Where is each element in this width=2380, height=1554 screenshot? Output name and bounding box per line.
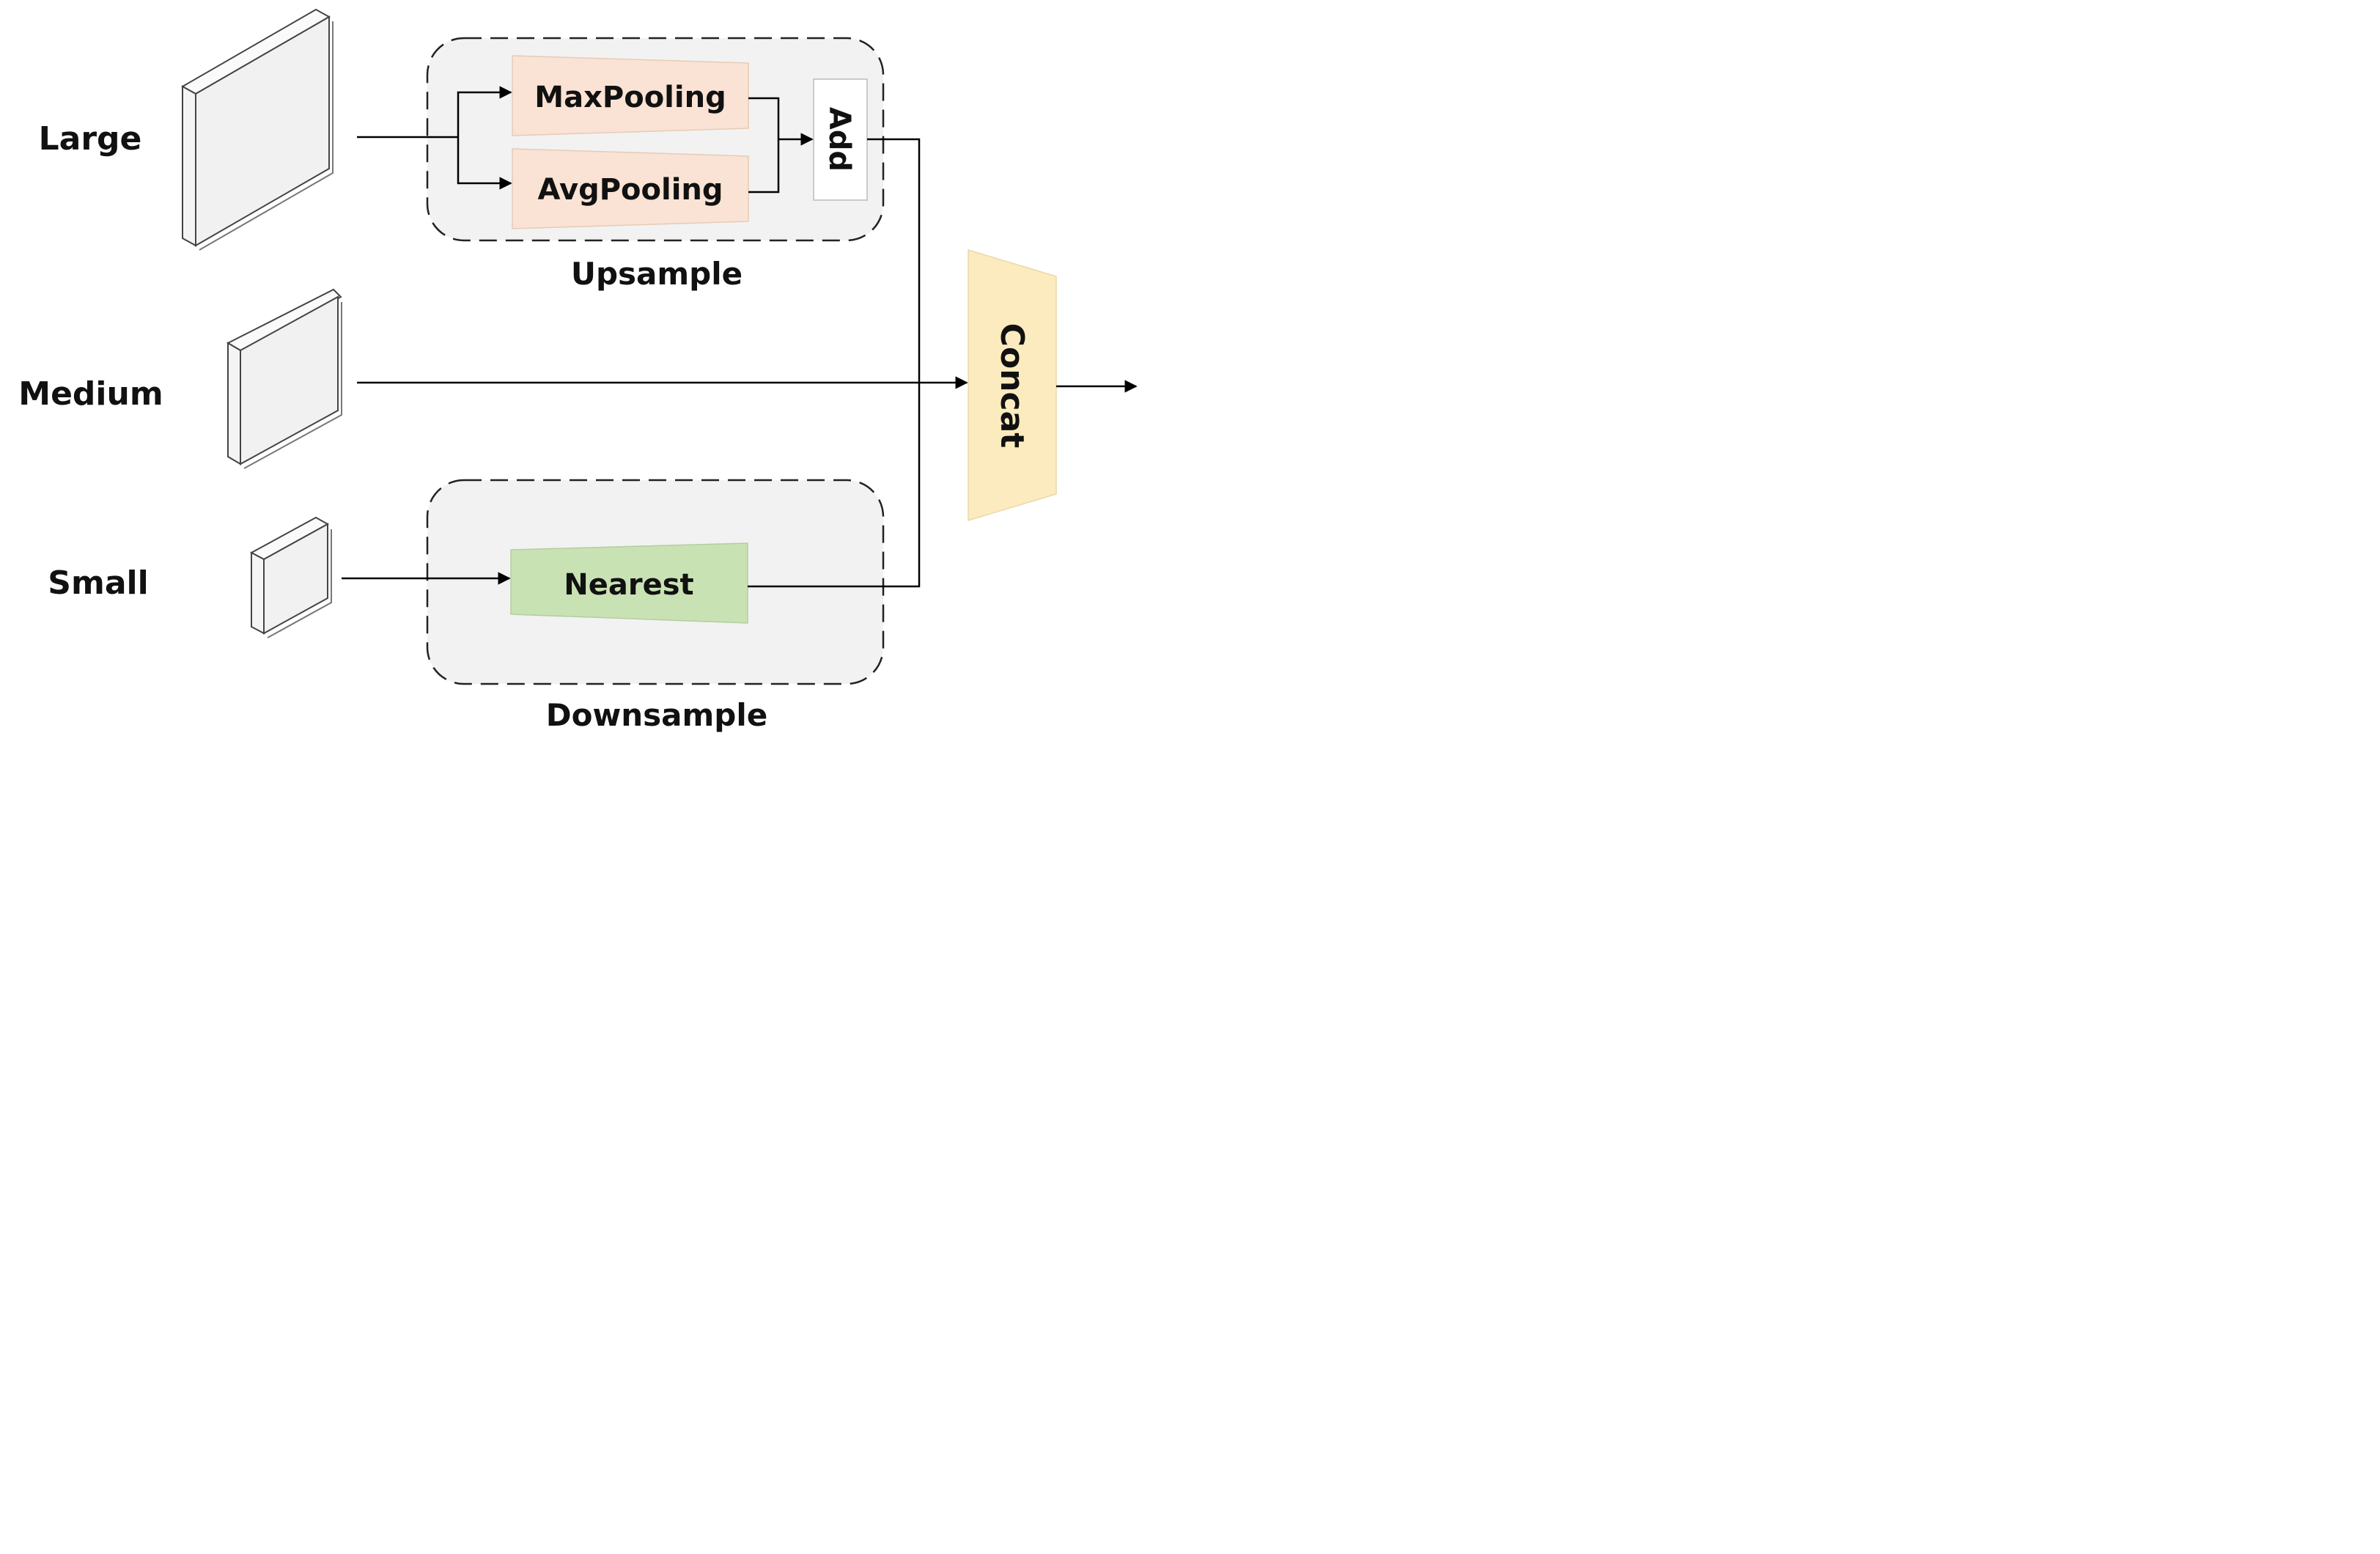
downsample-group-label: Downsample (546, 697, 767, 733)
small-feature-map (249, 516, 332, 638)
label-large: Large (39, 120, 142, 158)
concat-label: Concat (993, 323, 1031, 449)
branch-to-maxpool-arrow (457, 86, 512, 137)
maxpool-output-line (748, 97, 780, 139)
connectors (342, 86, 1138, 588)
branch-to-avgpool-arrow (457, 137, 512, 190)
upsample-group-label: Upsample (571, 256, 743, 292)
diagram-canvas: Large Medium Small MaxPooling AvgPooling… (18, 8, 1138, 733)
avgpooling-block (512, 148, 749, 229)
nearest-label: Nearest (564, 568, 693, 602)
nearest-block (510, 542, 748, 624)
avgpool-output-line (748, 139, 780, 194)
large-feature-map (180, 8, 334, 251)
avgpooling-label: AvgPooling (537, 173, 723, 207)
label-small: Small (48, 564, 148, 602)
label-medium: Medium (18, 375, 163, 413)
concat-block (968, 248, 1057, 522)
nearest-to-concat-line (748, 381, 921, 588)
maxpooling-block (512, 55, 749, 136)
add-to-concat-line (867, 138, 921, 381)
medium-feature-map (226, 288, 342, 469)
add-label: Add (822, 107, 856, 172)
add-block (813, 78, 868, 201)
maxpooling-label: MaxPooling (534, 81, 726, 114)
